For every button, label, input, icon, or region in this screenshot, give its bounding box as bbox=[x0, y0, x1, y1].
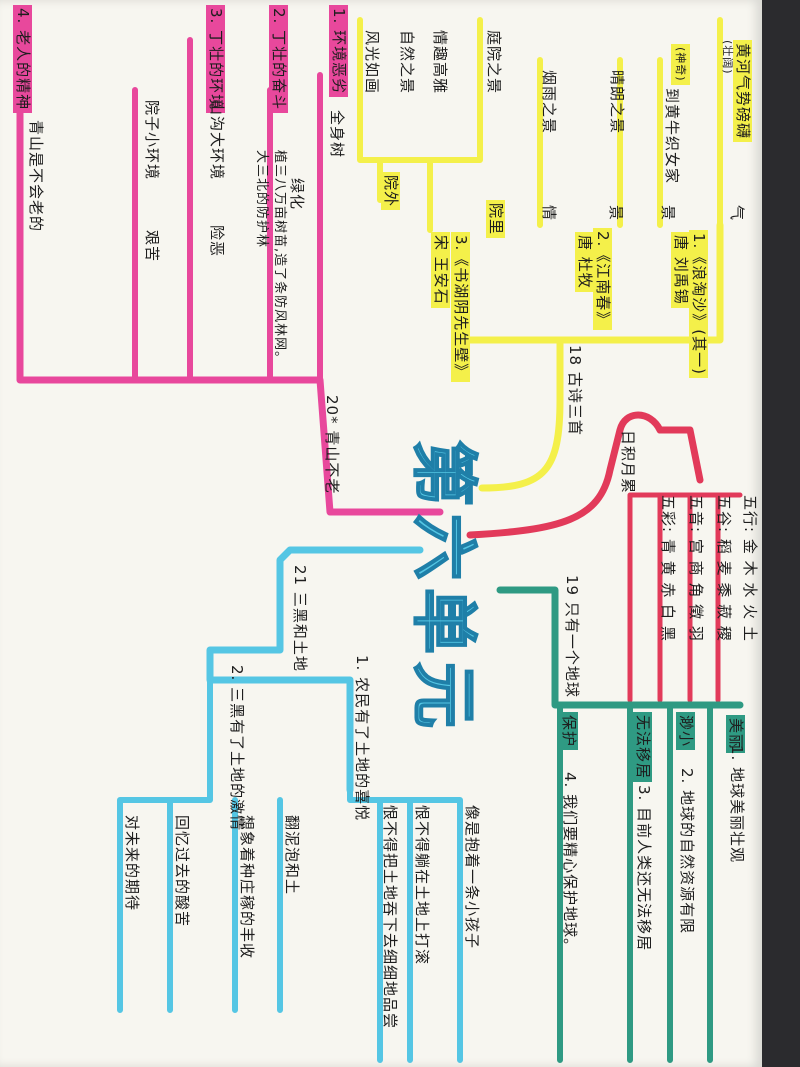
land-branch-2-note-c: 回忆过去的酸苦 bbox=[173, 815, 191, 928]
land-branch-1: 1. 农民有了土地的喜悦 bbox=[353, 655, 371, 822]
yellow-branch-line bbox=[377, 17, 663, 228]
desert-branch-4-note: 青山是不会老的 bbox=[27, 120, 45, 233]
poem-2-title: 2.《江南春》 bbox=[593, 228, 612, 331]
earth-reason-2: 2. 地球的自然资源有限 bbox=[678, 768, 696, 935]
yellow-branch-line bbox=[357, 17, 723, 233]
earth-topic: 19 只有一个地球 bbox=[563, 575, 581, 698]
magenta-branch-line bbox=[16, 36, 444, 516]
poems-topic: 18 古诗三首 bbox=[566, 345, 584, 436]
desert-branch-1-note: 全身树 bbox=[328, 110, 346, 159]
earth-tag-3: 无法移居 bbox=[633, 712, 652, 783]
poem-1-author: 唐 刘禹锡 bbox=[671, 232, 690, 308]
five-tones: 五音: 宫 商 角 徵 羽 bbox=[687, 495, 705, 642]
desert-branch-3-hard: 艰苦 bbox=[143, 230, 161, 263]
red-branch-line bbox=[466, 411, 704, 539]
land-branch-2: 2. 三黑有了土地的激情 bbox=[228, 665, 246, 832]
poem-1-jing: 景 bbox=[659, 205, 677, 222]
poem-1-qi: 气 bbox=[728, 205, 746, 222]
yellow-branch-line bbox=[456, 221, 724, 344]
yellow-branch-line bbox=[456, 236, 564, 492]
poem-3-yard-out: 院外 bbox=[381, 172, 400, 211]
poem-1-note-c-tag: (壮阔) bbox=[721, 40, 734, 75]
five-grains: 五谷: 稻 麦 黍 菽 稷 bbox=[715, 495, 733, 642]
desert-branch-4: 4. 老人的精神 bbox=[13, 5, 32, 114]
land-branch-1-note-b: 恨不得躺在土地上打滚 bbox=[413, 805, 431, 966]
poem-2-jing: 景 bbox=[607, 205, 625, 222]
earth-tag-2: 渺小 bbox=[676, 712, 695, 751]
poem-2-qing: 情 bbox=[540, 205, 558, 222]
earth-reason-4: 4. 我们要精心保护地球。 bbox=[561, 772, 579, 955]
magenta-branch-line bbox=[17, 37, 323, 383]
desert-branch-3-yard: 院子小环境 bbox=[143, 100, 161, 181]
land-branch-2-note-a: 翻泥泡和土 bbox=[283, 815, 301, 896]
desert-branch-3-valley: 山沟大环境 bbox=[208, 100, 226, 181]
desert-branch-2-forest: 大三北的防护林 bbox=[254, 150, 269, 249]
desert-branch-2-green: 绿化 bbox=[288, 178, 306, 211]
poem-1-note-d: 到黄牛织女家 bbox=[663, 88, 681, 185]
poem-3-author: 宋 王安石 bbox=[431, 232, 450, 308]
earth-reason-3: 3. 目前人类还无法移居 bbox=[635, 785, 653, 952]
earth-tag-4: 保护 bbox=[559, 712, 578, 751]
land-branch-2-note-b: 想象着种庄稼的丰收 bbox=[238, 815, 256, 960]
teal-branch-line bbox=[496, 586, 744, 709]
teal-branch-line bbox=[557, 702, 713, 1063]
accumulation-topic: 日积月累 bbox=[619, 430, 637, 495]
poem-3-title: 3.《书湖阴先生壁》 bbox=[451, 232, 470, 383]
poem-2-sunny: 晴朗之景 bbox=[608, 70, 626, 135]
red-branch-line bbox=[627, 492, 743, 703]
poem-3-scenery: 风光如画 bbox=[363, 30, 381, 95]
desert-topic: 20* 青山不老 bbox=[323, 395, 341, 495]
poem-2-author: 唐 杜牧 bbox=[575, 232, 594, 292]
blue-branch-line bbox=[347, 787, 463, 1063]
poem-3-yard-in: 院里 bbox=[486, 200, 505, 239]
page-title: 第六单元 bbox=[404, 439, 483, 737]
land-branch-2-note-d: 对未来的期待 bbox=[123, 815, 141, 912]
poem-3-elegant: 情趣高雅 bbox=[431, 30, 449, 95]
poem-3-nature: 自然之景 bbox=[398, 30, 416, 95]
desert-branch-2: 2. 丁壮的奋斗 bbox=[269, 5, 288, 114]
earth-reason-1: 1. 地球美丽壮观 bbox=[728, 745, 746, 864]
land-topic: 21 三黑和土地 bbox=[291, 565, 309, 672]
land-branch-1-note-c: 恨不得把土地吞下去细细地品尝 bbox=[381, 805, 399, 1030]
blue-branch-line bbox=[117, 677, 283, 1013]
five-colors: 五彩: 青 黄 赤 白 黑 bbox=[659, 495, 677, 642]
desert-branch-2-detail: 植三八万亩树苗,造了条防风林网。 bbox=[272, 150, 287, 366]
desert-branch-3-harsh: 险恶 bbox=[208, 225, 226, 258]
poem-2-rainy: 烟雨之景 bbox=[540, 70, 558, 135]
desert-branch-3: 3. 丁壮的环境 bbox=[206, 5, 225, 114]
blue-branch-line bbox=[206, 546, 424, 794]
poem-1-note-d-tag: (神奇) bbox=[671, 44, 690, 85]
five-elements: 五行: 金 木 水 火 土 bbox=[741, 495, 759, 642]
desert-branch-1: 1. 环境恶劣 bbox=[329, 5, 348, 98]
poem-3-yard-scene: 庭院之景 bbox=[485, 30, 503, 95]
land-branch-1-note-a: 像是抱着一条小孩子 bbox=[463, 805, 481, 950]
poem-1-title: 1.《浪淘沙》(其一) bbox=[689, 230, 708, 379]
